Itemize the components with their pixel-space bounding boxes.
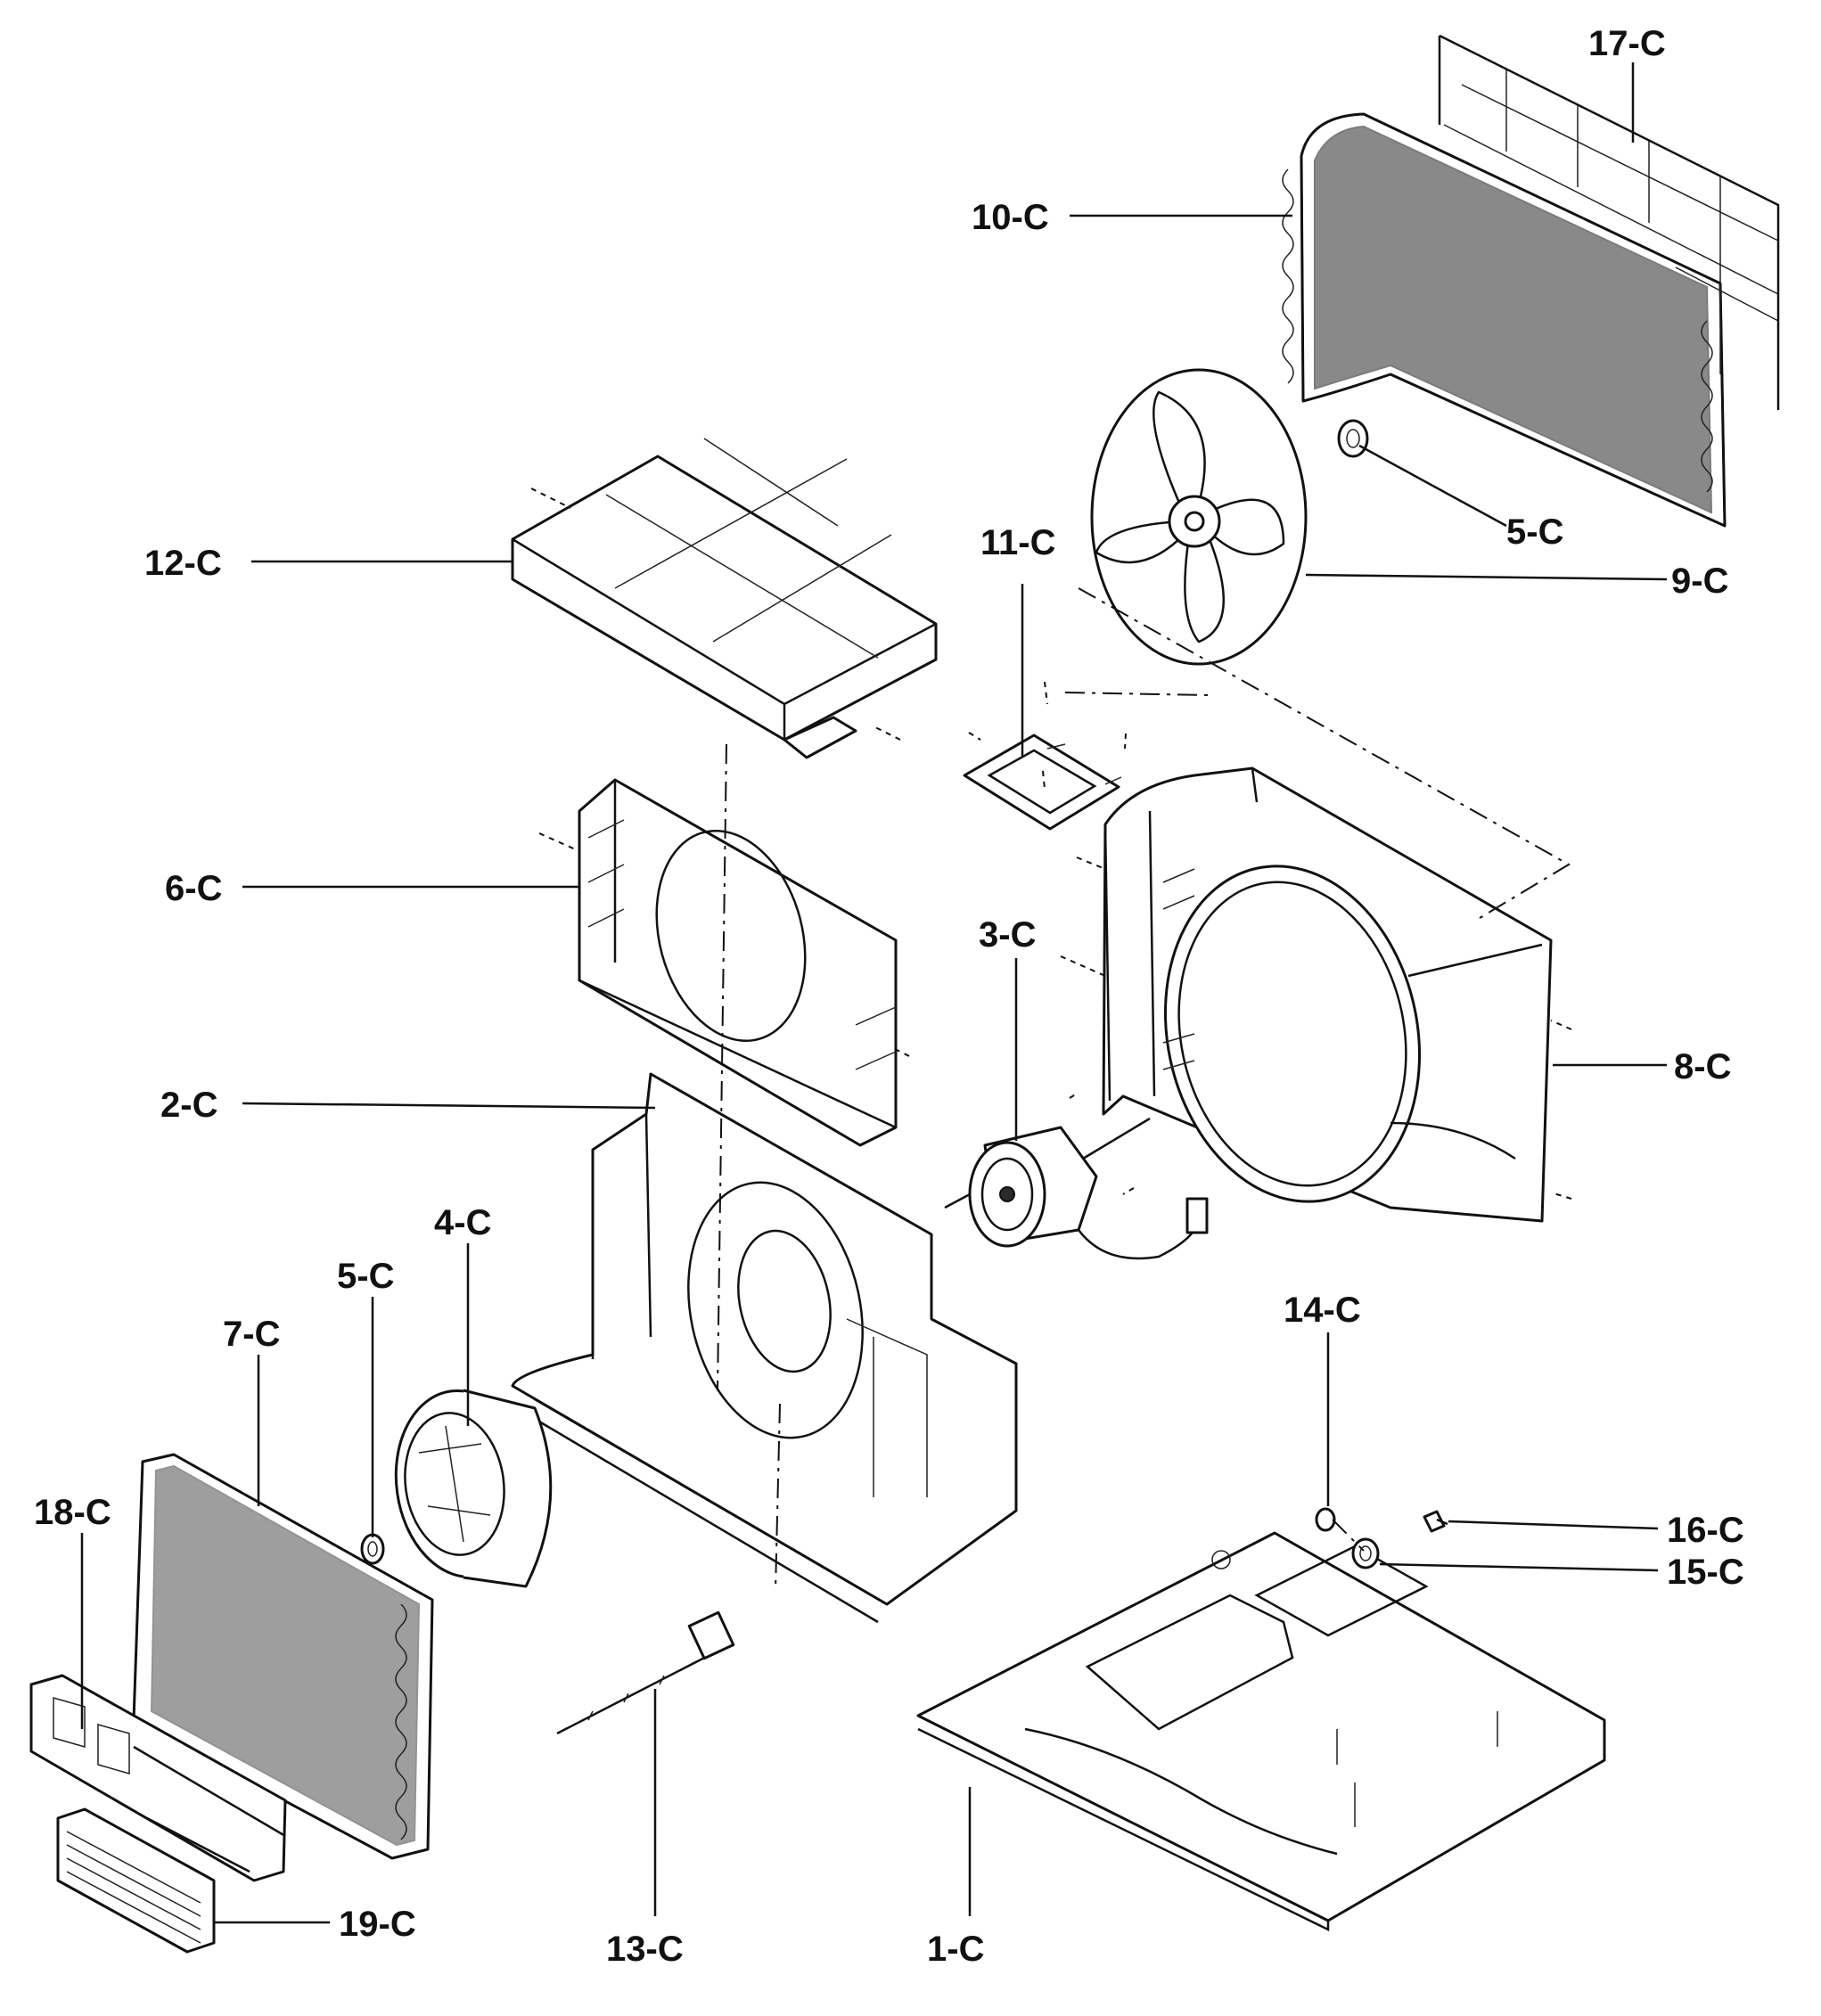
- callout-1: 1-C: [927, 1930, 984, 1969]
- callout-5-upper: 5-C: [1506, 512, 1563, 552]
- callout-2: 2-C: [160, 1086, 217, 1125]
- callout-19: 19-C: [339, 1905, 416, 1944]
- callout-11: 11-C: [980, 523, 1056, 562]
- callout-7: 7-C: [223, 1315, 280, 1354]
- front-grille: [56, 1807, 216, 1954]
- leader-lines: [80, 62, 1668, 1924]
- fan-shroud: [1102, 766, 1553, 1223]
- callout-8: 8-C: [1674, 1047, 1731, 1086]
- callout-18: 18-C: [34, 1493, 111, 1532]
- screws: [530, 488, 1572, 1200]
- motor-bracket: [963, 733, 1122, 831]
- callout-14: 14-C: [1284, 1291, 1361, 1330]
- callout-labels: 17-C 10-C 12-C 11-C 5-C 9-C 6-C 3-C 8-C …: [34, 24, 1744, 1969]
- callout-3: 3-C: [979, 915, 1036, 955]
- washer: [1351, 1537, 1380, 1569]
- callout-16: 16-C: [1667, 1511, 1744, 1550]
- evaporator-fan: [394, 1389, 553, 1588]
- condenser-coil: [1282, 112, 1727, 528]
- callout-13: 13-C: [606, 1930, 684, 1969]
- thermistor: [556, 1610, 735, 1735]
- condenser-fan: [1090, 368, 1308, 666]
- base-housing: [511, 1072, 1018, 1624]
- callout-5-lower: 5-C: [337, 1257, 394, 1296]
- wire-guard: [1438, 34, 1780, 410]
- callout-15: 15-C: [1667, 1553, 1744, 1592]
- callout-6: 6-C: [165, 869, 222, 908]
- partition-panel: [578, 778, 898, 1147]
- drain-screw: [1423, 1510, 1448, 1533]
- fan-clip-upper: [1337, 419, 1369, 458]
- fan-clip-lower: [360, 1533, 385, 1565]
- assembly-lines: [717, 587, 1571, 1592]
- callout-17: 17-C: [1588, 24, 1666, 63]
- base-pan: [916, 1531, 1606, 1932]
- callout-9: 9-C: [1671, 561, 1728, 601]
- callout-10: 10-C: [972, 198, 1049, 237]
- drain-cap: [1315, 1507, 1336, 1532]
- callout-12: 12-C: [144, 544, 222, 583]
- filter-frame: [29, 1674, 287, 1882]
- control-box: [511, 438, 938, 759]
- callout-4: 4-C: [434, 1203, 491, 1242]
- fan-motor: [944, 1117, 1209, 1260]
